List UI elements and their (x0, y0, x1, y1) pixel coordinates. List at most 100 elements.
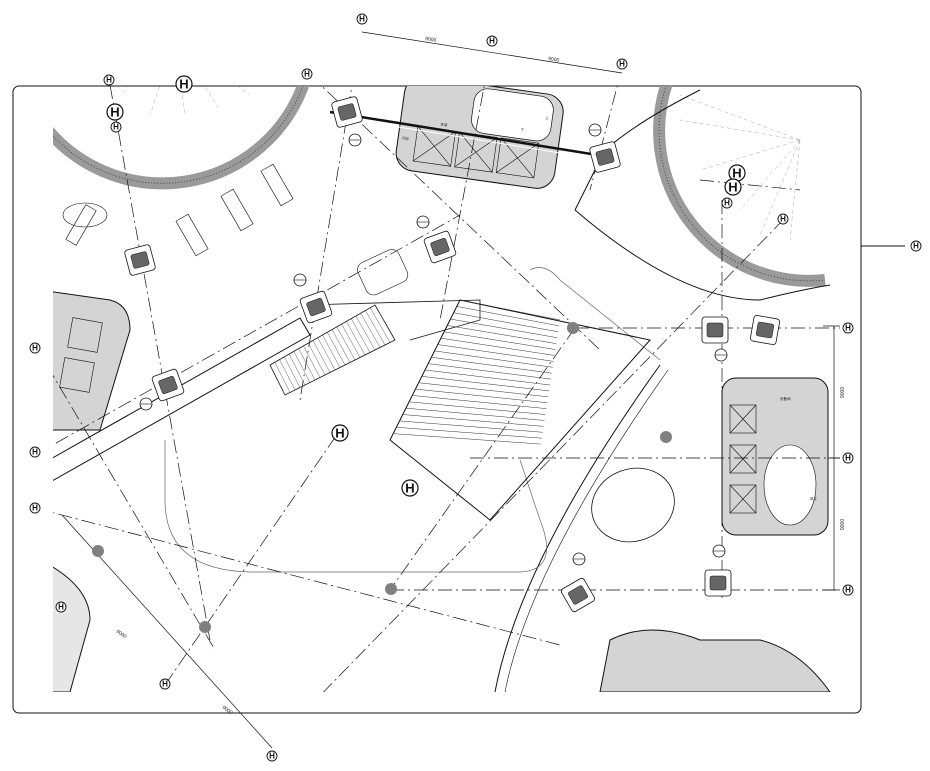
grid-bubble-label: H (304, 70, 310, 79)
column (660, 431, 672, 443)
dimension-label: 9000 (221, 705, 234, 716)
grid-bubble: H (301, 68, 313, 80)
grid-bubble: H (55, 601, 67, 613)
column-box (124, 244, 156, 276)
grid-bubble: H (721, 197, 733, 209)
bridge-walkway (53, 317, 311, 482)
grid-bubble: H (103, 74, 115, 86)
grid-bubble-label: H (913, 242, 919, 251)
room-label: 走道 (440, 121, 448, 127)
grid-bubble: H (910, 240, 922, 252)
section-mark: H (106, 103, 124, 121)
column-box (151, 368, 185, 402)
grid-bubble: H (29, 342, 41, 354)
level-mark (572, 552, 586, 566)
column (385, 583, 397, 595)
grid-bubble: H (29, 446, 41, 458)
section-mark-label: H (405, 481, 414, 496)
grid-bubble: H (110, 121, 122, 133)
dimension-label: 9000 (425, 36, 437, 44)
grid-bubble-label: H (845, 454, 851, 463)
furniture (62, 163, 409, 296)
road-edge (574, 209, 831, 301)
grid-bubble: H (356, 13, 368, 25)
columns (92, 322, 672, 633)
column (567, 322, 579, 334)
bottom-core (599, 629, 831, 692)
section-mark: H (175, 75, 193, 93)
level-mark (139, 397, 153, 411)
room-label: 风井 (810, 496, 818, 501)
grid-bubble-label: H (619, 60, 625, 69)
column-box (750, 315, 780, 345)
level-mark (712, 544, 726, 558)
bottom-left-structure (53, 566, 91, 692)
plaza-outline (164, 440, 547, 573)
section-mark: H (724, 178, 742, 196)
level-mark (348, 133, 362, 147)
dimension-label: 9000 (840, 519, 846, 530)
road-edge (494, 364, 661, 692)
dimension-label: 9000 (840, 387, 846, 398)
dimension-label: 9000 (548, 56, 560, 64)
grid-bubble: H (842, 322, 854, 334)
left-ring-detail (53, 86, 304, 184)
grid-bubble: H (777, 213, 789, 225)
column-box (589, 141, 621, 173)
grid-bubble-label: H (845, 586, 851, 595)
grid-bubble: H (616, 58, 628, 70)
grid-bubble-label: H (32, 344, 38, 353)
grid-bubble-label: H (845, 324, 851, 333)
section-mark: H (331, 424, 349, 442)
left-ring-walkway (53, 86, 310, 190)
section-mark-label: H (732, 166, 741, 181)
plaza-outline (529, 267, 661, 361)
grid-bubble-label: H (113, 123, 119, 132)
top-bridge (329, 115, 611, 162)
room-label: 下 (520, 128, 525, 133)
level-mark (293, 273, 307, 287)
top-bridge (329, 110, 611, 159)
grid-bubble: H (842, 452, 854, 464)
section-mark: H (401, 479, 419, 497)
dimension-label: 9000 (115, 629, 128, 640)
section-mark-label: H (728, 180, 737, 195)
room-label: 上 (545, 115, 550, 121)
grid-bubble-label: H (32, 504, 38, 513)
grid-bubble-label: H (32, 448, 38, 457)
column-box (299, 290, 333, 324)
grid-bubble-label: H (724, 199, 730, 208)
column-box (560, 577, 596, 613)
grid-bubble-label: H (359, 15, 365, 24)
grid-bubble-label: H (106, 76, 112, 85)
column-box (423, 230, 457, 264)
section-mark-label: H (179, 77, 188, 92)
bridge-walkway-edge (304, 299, 481, 341)
section-mark-label: H (335, 426, 344, 441)
grid-bubble: H (266, 750, 278, 762)
level-mark (588, 123, 602, 137)
column (199, 621, 211, 633)
right-core: 风井 设备间 (721, 377, 829, 536)
kiosk-outline (591, 467, 675, 543)
section-mark-label: H (110, 105, 119, 120)
column-box (331, 96, 363, 128)
level-mark (416, 215, 430, 229)
top-core: 上 下 走道 风井 (395, 86, 564, 189)
level-mark (714, 348, 728, 362)
road-edge (504, 369, 669, 692)
bridge-stair (269, 304, 396, 396)
right-ring-walkway (653, 86, 826, 287)
column-box (701, 316, 729, 344)
grid-bubble: H (159, 678, 171, 690)
right-ring-detail (658, 86, 826, 282)
grid-bubble-label: H (780, 215, 786, 224)
grid-bubble: H (842, 584, 854, 596)
grid-bubble-label: H (489, 37, 495, 46)
grid-bubble: H (486, 35, 498, 47)
room-label: 风井 (402, 135, 410, 141)
left-core (53, 291, 131, 431)
grid-bubble-label: H (162, 680, 168, 689)
grand-stair (389, 299, 651, 521)
